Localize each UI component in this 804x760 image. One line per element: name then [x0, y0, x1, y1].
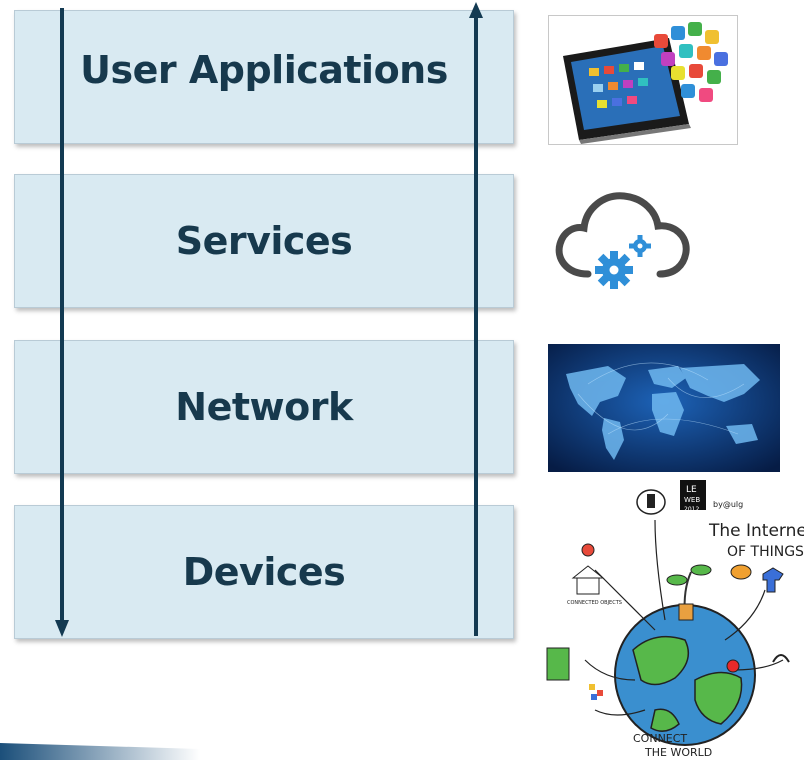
- layer-services: Services: [14, 174, 514, 308]
- internet-of-things-illustration: LE WEB 2012 by@ulg The Internet OF THING…: [545, 480, 804, 760]
- layer-user-applications: User Applications: [14, 10, 514, 144]
- world-map-image: [548, 344, 780, 472]
- tagline-line1: CONNECT: [633, 732, 687, 745]
- tagline-line2: THE WORLD: [644, 746, 712, 759]
- layer-network: Network: [14, 340, 514, 474]
- byline: by@ulg: [713, 500, 743, 509]
- logo-year: 2012: [684, 506, 699, 513]
- layer-label: Services: [175, 219, 353, 263]
- logo-le: LE: [686, 485, 697, 495]
- layer-label: Network: [175, 385, 353, 429]
- logo-web: WEB: [684, 496, 700, 504]
- connected-objects-label: CONNECTED OBJECTS: [567, 600, 622, 606]
- cloud-gears-icon: [548, 178, 698, 298]
- layer-label: Devices: [182, 550, 346, 594]
- layer-devices: Devices: [14, 505, 514, 639]
- iot-title-line1: The Internet: [708, 521, 804, 541]
- tablet-apps-icon: [548, 15, 738, 145]
- footer-accent-bar: [0, 743, 200, 760]
- layer-label: User Applications: [80, 48, 448, 92]
- iot-title-line2: OF THINGS: [727, 544, 804, 560]
